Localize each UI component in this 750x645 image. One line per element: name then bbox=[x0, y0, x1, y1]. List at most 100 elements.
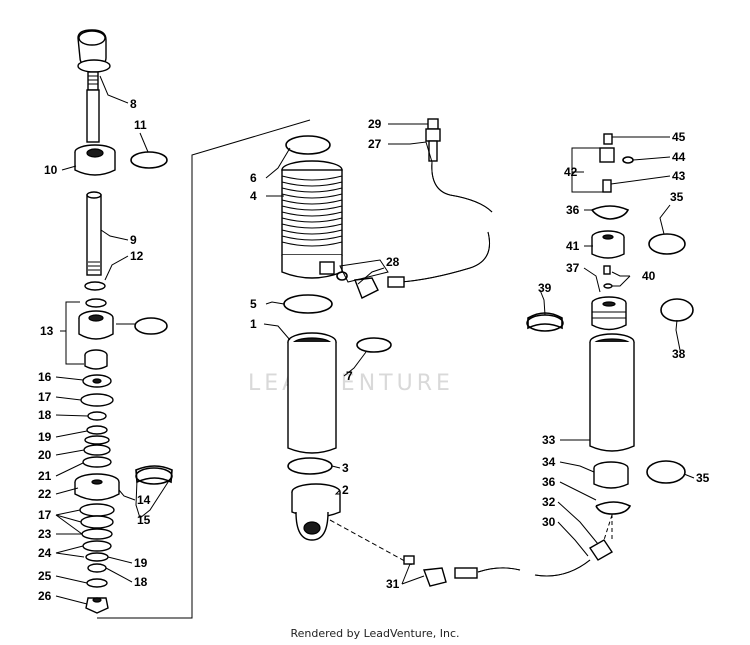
piston-body bbox=[74, 482, 120, 501]
seal-head-body bbox=[78, 318, 114, 340]
assembly-boundary-line bbox=[97, 119, 311, 619]
callout-43: 43 bbox=[672, 169, 686, 183]
callout-19b: 19 bbox=[134, 556, 148, 570]
shim-21 bbox=[82, 456, 112, 468]
band-39 bbox=[527, 312, 563, 330]
shim-20b bbox=[83, 444, 111, 456]
shim-19b bbox=[85, 552, 109, 562]
callout-29: 29 bbox=[368, 117, 382, 131]
callout-7: 7 bbox=[346, 369, 353, 383]
callout-19a: 19 bbox=[38, 430, 52, 444]
shaft-upper bbox=[86, 89, 100, 143]
callout-26: 26 bbox=[38, 589, 52, 603]
o-ring-5 bbox=[283, 294, 333, 314]
callout-37: 37 bbox=[566, 261, 580, 275]
callout-38: 38 bbox=[672, 347, 686, 361]
o-ring-35 bbox=[648, 233, 686, 255]
callout-2: 2 bbox=[342, 483, 349, 497]
callout-14: 14 bbox=[137, 493, 151, 507]
bearing-cap-bore bbox=[86, 148, 104, 158]
footer-credit: Rendered by LeadVenture, Inc. bbox=[290, 627, 460, 640]
callout-18b: 18 bbox=[134, 575, 148, 589]
retaining-ring-36 bbox=[591, 205, 630, 220]
callout-12: 12 bbox=[130, 249, 144, 263]
reservoir-33 bbox=[589, 342, 635, 452]
bearing-cap-body bbox=[74, 152, 116, 176]
callout-21: 21 bbox=[38, 469, 52, 483]
retaining-ring-36b bbox=[595, 501, 632, 515]
callout-3: 3 bbox=[342, 461, 349, 475]
callout-17a: 17 bbox=[38, 390, 52, 404]
shim-17 bbox=[80, 393, 114, 407]
seal-washer bbox=[85, 298, 107, 308]
callout-30: 30 bbox=[542, 515, 556, 529]
body-port bbox=[319, 261, 335, 275]
callout-28: 28 bbox=[386, 255, 400, 269]
fitting-label-box bbox=[339, 259, 389, 283]
callout-35b: 35 bbox=[696, 471, 710, 485]
callout-41: 41 bbox=[566, 239, 580, 253]
o-ring-13 bbox=[134, 317, 168, 335]
o-ring-35b bbox=[646, 460, 686, 484]
hose-end-fitting bbox=[387, 276, 405, 288]
threaded-body-threads bbox=[281, 175, 343, 247]
o-ring-38 bbox=[660, 298, 694, 322]
callout-23: 23 bbox=[38, 527, 52, 541]
callout-10: 10 bbox=[44, 163, 58, 177]
valve-29 bbox=[427, 118, 439, 130]
eyelet-base bbox=[77, 59, 111, 73]
callout-8: 8 bbox=[130, 97, 137, 111]
shim-20a bbox=[84, 435, 110, 445]
o-ring-11 bbox=[130, 151, 168, 169]
callout-42: 42 bbox=[564, 165, 578, 179]
callout-13: 13 bbox=[40, 324, 54, 338]
cylinder bbox=[287, 342, 337, 454]
callout-36b: 36 bbox=[542, 475, 556, 489]
shim-18b bbox=[87, 563, 107, 573]
callout-5: 5 bbox=[250, 297, 257, 311]
nut-26 bbox=[85, 597, 109, 614]
floating-piston-37 bbox=[591, 303, 627, 331]
callout-18a: 18 bbox=[38, 408, 52, 422]
callout-15: 15 bbox=[137, 513, 151, 527]
elbow-fitting-32 bbox=[589, 539, 613, 561]
callout-labels: 8 11 10 9 12 13 16 17 18 19 20 21 22 14 … bbox=[38, 97, 710, 603]
fitting-27 bbox=[425, 128, 441, 142]
washer-12 bbox=[84, 281, 106, 291]
threaded-stud bbox=[87, 71, 99, 91]
callout-24: 24 bbox=[38, 546, 52, 560]
o-ring-6 bbox=[285, 135, 331, 155]
callout-31: 31 bbox=[386, 577, 400, 591]
o-ring-44 bbox=[622, 156, 634, 164]
end-cap-41 bbox=[591, 237, 625, 259]
callout-27: 27 bbox=[368, 137, 382, 151]
o-ring-7 bbox=[356, 337, 392, 353]
callout-33: 33 bbox=[542, 433, 556, 447]
callout-36a: 36 bbox=[566, 203, 580, 217]
remote-hose-lower bbox=[329, 514, 613, 587]
shaft-assembly bbox=[74, 29, 173, 614]
callout-20: 20 bbox=[38, 448, 52, 462]
shaft-rod bbox=[86, 194, 102, 276]
eyelet-opening bbox=[78, 30, 106, 46]
valve-body bbox=[599, 147, 615, 163]
callout-16: 16 bbox=[38, 370, 52, 384]
shim-17b bbox=[79, 503, 115, 517]
callout-6: 6 bbox=[250, 171, 257, 185]
shim-18 bbox=[87, 411, 107, 421]
callout-32: 32 bbox=[542, 495, 556, 509]
callout-39: 39 bbox=[538, 281, 552, 295]
callout-4: 4 bbox=[250, 189, 257, 203]
o-ring-3 bbox=[287, 457, 333, 475]
callout-45: 45 bbox=[672, 130, 686, 144]
piston-band-15 bbox=[135, 465, 173, 484]
lower-cap-34 bbox=[593, 468, 629, 489]
callout-44: 44 bbox=[672, 150, 686, 164]
callout-25: 25 bbox=[38, 569, 52, 583]
valve-cap-45 bbox=[603, 133, 613, 145]
callout-22: 22 bbox=[38, 487, 52, 501]
callout-35a: 35 bbox=[670, 190, 684, 204]
leader-lines bbox=[55, 75, 695, 605]
callout-34: 34 bbox=[542, 455, 556, 469]
